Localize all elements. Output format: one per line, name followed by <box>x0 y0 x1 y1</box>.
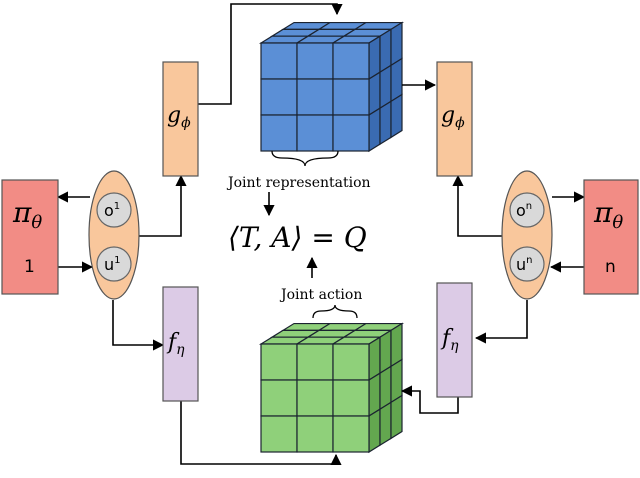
right-policy-symbol: πθ <box>593 196 623 233</box>
green-cube-front-cell <box>260 415 298 453</box>
green-cube-front-cell <box>296 379 334 417</box>
green-cube-front-cell <box>332 415 370 453</box>
joint-representation-label: Joint representation <box>226 175 371 191</box>
green-cube-front-cell <box>332 343 370 381</box>
connectors <box>56 3 586 466</box>
green-cube-side-cell <box>390 394 403 440</box>
arrow-left-g-to-cube <box>198 3 343 105</box>
blue-cube-front-cell <box>296 42 334 80</box>
green-cube-side-cell <box>379 401 392 447</box>
arrow-right-ellipse-to-g <box>452 174 504 237</box>
left-policy-box[interactable] <box>1 179 59 295</box>
left-g-label: gϕ <box>167 103 191 131</box>
right-act-circle[interactable] <box>509 246 545 282</box>
right-act-label: un <box>516 255 532 274</box>
green-cube-front-cell <box>296 343 334 381</box>
right-obs-label: on <box>516 201 532 220</box>
blue-cube-front-cell <box>260 114 298 152</box>
left-g-box[interactable] <box>162 61 199 177</box>
blue-cube-side-cell <box>390 93 403 139</box>
green-cube-front-cell <box>260 379 298 417</box>
blue-cube-front-cell <box>296 114 334 152</box>
blue-cube-front-cell <box>332 114 370 152</box>
green-cube-front-cell <box>296 415 334 453</box>
arrow-left-f-to-cube <box>180 401 342 466</box>
joint-action-label: Joint action <box>279 287 362 303</box>
blue-cube-front-cell <box>332 78 370 116</box>
left-act-circle[interactable] <box>96 246 132 282</box>
action-brace <box>312 304 358 319</box>
right-g-box[interactable] <box>436 61 473 177</box>
left-obs-label: o1 <box>104 201 120 220</box>
right-obs-circle[interactable] <box>509 192 545 228</box>
arrow-right-ellipse-to-f <box>474 300 528 344</box>
blue-cube-front-cell <box>260 42 298 80</box>
left-f-box[interactable] <box>162 286 199 402</box>
right-policy-box[interactable] <box>583 179 639 295</box>
right-agent-index: n <box>605 257 616 277</box>
blue-cube-front-cell <box>296 78 334 116</box>
blue-cube-side-cell <box>368 107 381 153</box>
left-agent: πθ 1 o1 u1 gϕ fη <box>1 61 199 402</box>
representation-brace <box>271 150 339 167</box>
green-cube-front-cell <box>332 379 370 417</box>
joint-action-cube <box>258 322 405 454</box>
blue-cube-side-cell <box>379 100 392 146</box>
joint-representation-cube <box>258 21 405 153</box>
right-agent: πθ n on un gϕ fη <box>436 61 639 398</box>
left-agent-index: 1 <box>24 257 35 277</box>
green-cube-front-cell <box>260 343 298 381</box>
left-policy-symbol: πθ <box>12 196 42 233</box>
blue-cube-front-cell <box>260 78 298 116</box>
right-f-box[interactable] <box>436 282 473 398</box>
left-obs-circle[interactable] <box>96 192 132 228</box>
joint-equation: ⟨T, A⟩ = Q <box>228 221 367 254</box>
arrow-right-f-to-cube <box>400 385 459 414</box>
blue-cube-front-cell <box>332 42 370 80</box>
left-act-label: u1 <box>104 255 121 274</box>
right-g-label: gϕ <box>441 103 465 131</box>
green-cube-side-cell <box>368 408 381 454</box>
arrow-left-ellipse-to-g <box>137 174 187 237</box>
arrow-left-ellipse-to-f <box>112 300 165 351</box>
